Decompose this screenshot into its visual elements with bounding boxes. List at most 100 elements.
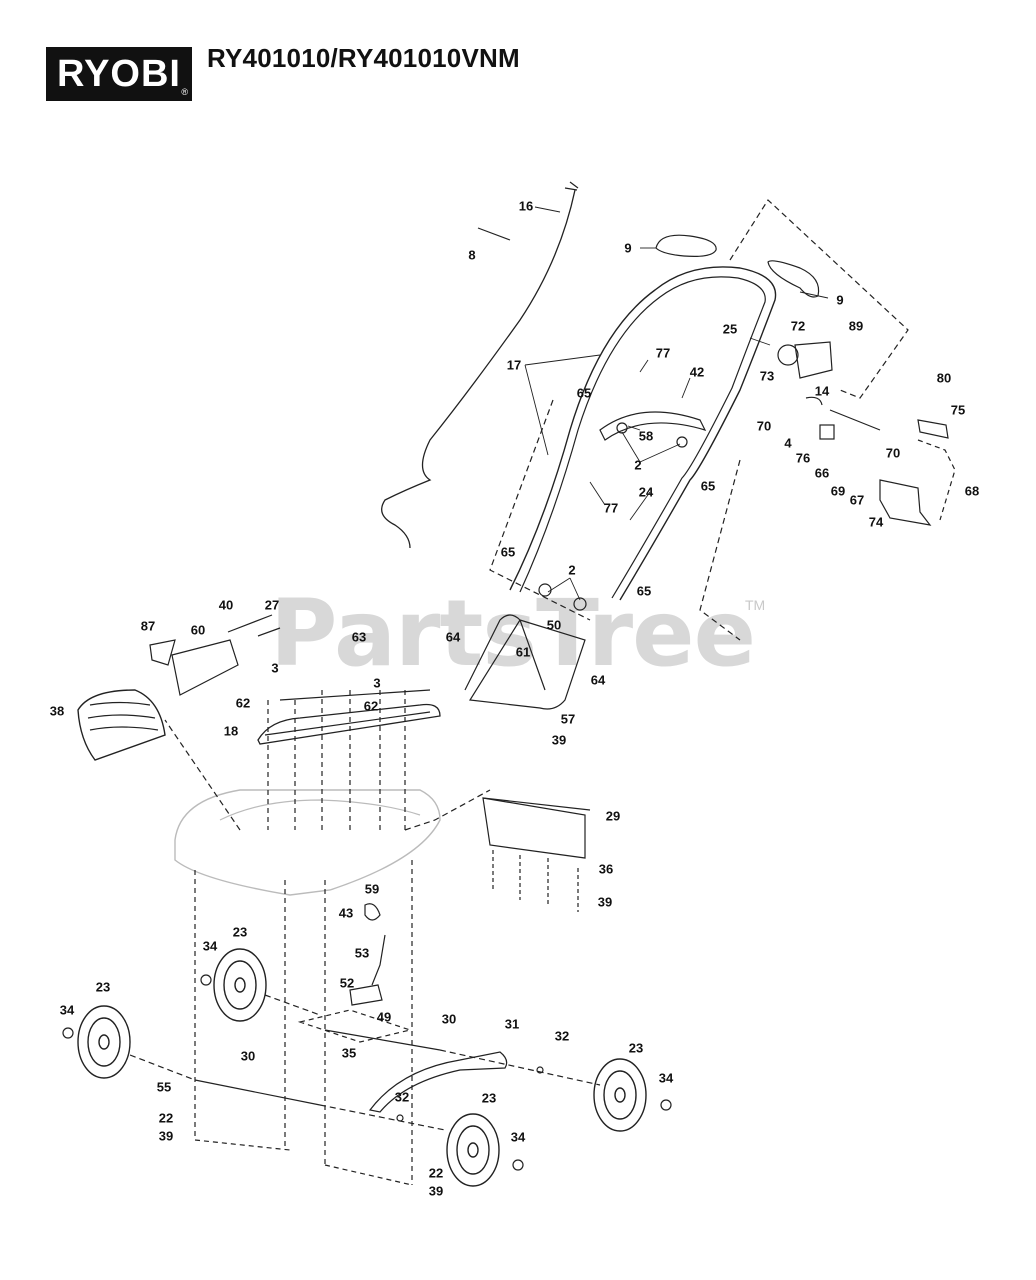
callout: 49 <box>376 1009 392 1025</box>
spring <box>257 627 281 637</box>
switch-box <box>879 479 932 526</box>
callout: 77 <box>603 500 619 516</box>
callout: 87 <box>140 618 156 634</box>
knob-left <box>538 583 552 597</box>
callout: 18 <box>223 723 239 739</box>
nut-c <box>512 1159 524 1171</box>
callout: 72 <box>790 318 806 334</box>
callout: 64 <box>590 672 606 688</box>
callout: 63 <box>351 629 367 645</box>
callout: 70 <box>756 418 772 434</box>
cable-end <box>564 181 579 191</box>
wheel-front-right <box>593 1058 647 1132</box>
dashed-guide-mid <box>699 459 741 641</box>
nut-d <box>660 1099 672 1111</box>
model-title: RY401010/RY401010VNM <box>207 43 520 73</box>
callout: 3 <box>271 660 279 676</box>
callout: 59 <box>364 881 380 897</box>
plate-bolts <box>492 850 579 912</box>
callout: 34 <box>202 938 218 954</box>
callout: 62 <box>363 698 379 714</box>
bottom-dashed-lines <box>194 1139 413 1186</box>
front-axle-dashed <box>264 994 601 1086</box>
callout: 3 <box>373 675 381 691</box>
washer-b <box>396 1114 404 1122</box>
axle-plate-dashed <box>297 1009 413 1043</box>
switch-housing <box>794 341 833 379</box>
callout: 62 <box>235 695 251 711</box>
callout: 30 <box>441 1011 457 1027</box>
wheel-rear-right <box>213 948 267 1022</box>
handle-grip-left <box>655 234 717 257</box>
callout: 16 <box>518 198 534 214</box>
dashed-guide-right <box>729 199 909 399</box>
callout: 31 <box>504 1016 520 1032</box>
callout: 76 <box>795 450 811 466</box>
callout: 34 <box>59 1002 75 1018</box>
logo-text: RYOBI <box>57 52 181 95</box>
callout: 50 <box>546 617 562 633</box>
callout: 23 <box>95 979 111 995</box>
rear-axle-dashed <box>129 1054 446 1131</box>
knob-upper-right <box>676 436 688 448</box>
callout: 65 <box>500 544 516 560</box>
grass-bag-ribs <box>87 701 159 731</box>
ryobi-logo: RYOBI ® <box>46 47 192 101</box>
height-bracket <box>349 984 383 1006</box>
callout: 4 <box>784 435 792 451</box>
upper-handle-inner <box>519 276 766 599</box>
callout: 36 <box>598 861 614 877</box>
callout: 23 <box>628 1040 644 1056</box>
height-knob <box>364 903 381 921</box>
dashed-guide-switch <box>917 439 956 521</box>
callout: 60 <box>190 622 206 638</box>
washer-a <box>536 1066 544 1074</box>
callout: 80 <box>936 370 952 386</box>
upper-handle <box>509 266 777 601</box>
front-axle <box>324 1029 441 1051</box>
callout: 65 <box>700 478 716 494</box>
callout: 34 <box>510 1129 526 1145</box>
rear-axle <box>194 1079 321 1106</box>
switch-lever <box>805 396 881 431</box>
callout: 66 <box>814 465 830 481</box>
callout: 2 <box>568 562 576 578</box>
callout: 22 <box>158 1110 174 1126</box>
callout: 74 <box>868 514 884 530</box>
callout: 77 <box>655 345 671 361</box>
rod <box>227 614 273 633</box>
callout: 30 <box>240 1048 256 1064</box>
callout: 64 <box>445 629 461 645</box>
callout: 65 <box>636 583 652 599</box>
callout: 17 <box>506 357 522 373</box>
callout: 68 <box>964 483 980 499</box>
callout: 58 <box>638 428 654 444</box>
wheel-front-left <box>446 1113 500 1187</box>
switch-plate <box>917 419 949 439</box>
callout: 9 <box>836 292 844 308</box>
nut-a <box>62 1027 74 1039</box>
control-cable <box>381 189 576 549</box>
mulch-plate-top <box>482 797 591 811</box>
callout: 14 <box>814 383 830 399</box>
callout: 53 <box>354 945 370 961</box>
grass-bag <box>77 689 166 761</box>
callout: 24 <box>638 484 654 500</box>
linkage-bar <box>368 1051 508 1113</box>
callout: 29 <box>605 808 621 824</box>
callout: 55 <box>156 1079 172 1095</box>
knob-upper-left <box>616 422 628 434</box>
callout: 9 <box>624 240 632 256</box>
mulch-plate <box>482 797 586 859</box>
callout: 40 <box>218 597 234 613</box>
partstree-watermark: PartsTree <box>270 580 756 687</box>
cable-tie <box>477 227 511 241</box>
bag-frame <box>257 703 441 745</box>
callout: 39 <box>158 1128 174 1144</box>
callout: 42 <box>689 364 705 380</box>
callout: 32 <box>394 1089 410 1105</box>
callout: 27 <box>264 597 280 613</box>
callout: 39 <box>428 1183 444 1199</box>
lower-handle <box>464 614 586 710</box>
